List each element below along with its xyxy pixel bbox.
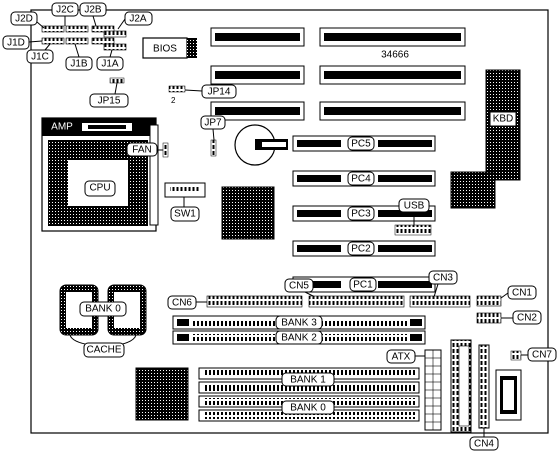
simm-bank3: BANK 3 xyxy=(172,315,426,330)
cn1-text: CN1 xyxy=(512,288,532,299)
header-cn3: CN3 xyxy=(409,270,471,308)
cn3-text: CN3 xyxy=(433,273,453,284)
simm-bank2: BANK 2 xyxy=(172,330,426,345)
pc5-text: PC5 xyxy=(351,139,371,150)
header-cn5: CN5 xyxy=(284,278,405,308)
pc4-text: PC4 xyxy=(351,174,371,185)
pci-slot-pc3: PC3 xyxy=(292,205,436,222)
dip-switch-sw1: SW1 xyxy=(164,182,206,222)
pci-slot-pc5: PC5 xyxy=(292,135,436,152)
label-j1b: J1B xyxy=(65,43,93,71)
jumper-block-j2 xyxy=(41,25,127,51)
cn6-text: CN6 xyxy=(172,298,192,309)
cn2-text: CN2 xyxy=(517,313,537,324)
label-j2b: J2B xyxy=(79,2,107,27)
chipset-chip-c xyxy=(135,367,189,421)
header-cn7: CN7 xyxy=(510,347,557,362)
label-j2a: J2A xyxy=(117,11,153,30)
pc3-text: PC3 xyxy=(351,209,371,220)
dimm-bank0: BANK 0 xyxy=(198,395,420,422)
atx-power-connector: ATX xyxy=(386,349,442,431)
label-j1a: J1A xyxy=(96,49,124,71)
jumper-jp14: 2 JP14 xyxy=(168,84,237,105)
header-cn6: CN6 xyxy=(167,295,303,310)
fan-text: FAN xyxy=(132,145,151,156)
cache-chips: BANK 0 CACHE xyxy=(59,284,147,358)
pci-slot-pc4: PC4 xyxy=(292,170,436,187)
label-j1c: J1C xyxy=(26,43,54,64)
amp-text: AMP xyxy=(51,122,73,133)
pci-slot-pc2: PC2 xyxy=(292,240,436,257)
j1c-text: J1C xyxy=(31,52,49,63)
j2c-text: J2C xyxy=(56,5,74,16)
header-cn4: CN4 xyxy=(469,428,499,451)
bank3-text: BANK 3 xyxy=(281,318,317,329)
bank0-text: BANK 0 xyxy=(290,403,326,414)
cpu-text: CPU xyxy=(89,183,110,194)
jp14-pin-text: 2 xyxy=(171,96,176,105)
kbd-connector: KBD xyxy=(485,69,521,181)
cache-text: CACHE xyxy=(86,345,121,356)
sw1-text: SW1 xyxy=(174,209,196,220)
j2d-text: J2D xyxy=(15,14,33,25)
bank1-text: BANK 1 xyxy=(290,375,326,386)
cpu-socket: AMP CPU xyxy=(41,117,159,232)
jp15-text: JP15 xyxy=(98,96,121,107)
header-cn2: CN2 xyxy=(476,310,542,325)
j1d-text: J1D xyxy=(7,38,25,49)
j1a-text: J1A xyxy=(101,59,119,70)
label-j1d: J1D xyxy=(2,35,43,50)
j2b-text: J2B xyxy=(84,5,102,16)
jp14-text: JP14 xyxy=(208,87,231,98)
bios-chip: BIOS xyxy=(142,37,197,59)
label-j2d: J2D xyxy=(10,11,45,29)
dimm-bank1: BANK 1 xyxy=(198,367,420,394)
isa-slots xyxy=(210,27,466,121)
bank2-text: BANK 2 xyxy=(281,333,317,344)
part-number-text: 34666 xyxy=(381,50,409,61)
bios-text: BIOS xyxy=(153,44,177,55)
chipset-chip-b xyxy=(450,171,496,209)
cn5-text: CN5 xyxy=(289,281,309,292)
header-cn1: CN1 xyxy=(476,285,537,307)
fan-connector: FAN xyxy=(126,142,169,158)
cn4-text: CN4 xyxy=(474,439,494,450)
j2a-text: J2A xyxy=(129,14,147,25)
label-j2c: J2C xyxy=(51,2,79,26)
atx-text: ATX xyxy=(392,352,411,363)
usb-header: USB xyxy=(394,198,432,236)
rear-io-stack xyxy=(450,339,522,433)
jp7-text: JP7 xyxy=(204,118,222,129)
battery xyxy=(234,124,288,166)
cache-bank0-text: BANK 0 xyxy=(85,304,121,315)
usb-text: USB xyxy=(404,201,425,212)
jumper-jp15: JP15 xyxy=(89,77,129,108)
kbd-text: KBD xyxy=(493,114,514,125)
j1b-text: J1B xyxy=(70,59,88,70)
chipset-chip-a xyxy=(221,186,275,240)
pc1-text: PC1 xyxy=(353,280,373,291)
cn7-text: CN7 xyxy=(532,350,552,361)
jumper-jp7: JP7 xyxy=(200,115,226,157)
pci-slot-pc1: PC1 xyxy=(292,276,436,293)
pc2-text: PC2 xyxy=(351,244,371,255)
